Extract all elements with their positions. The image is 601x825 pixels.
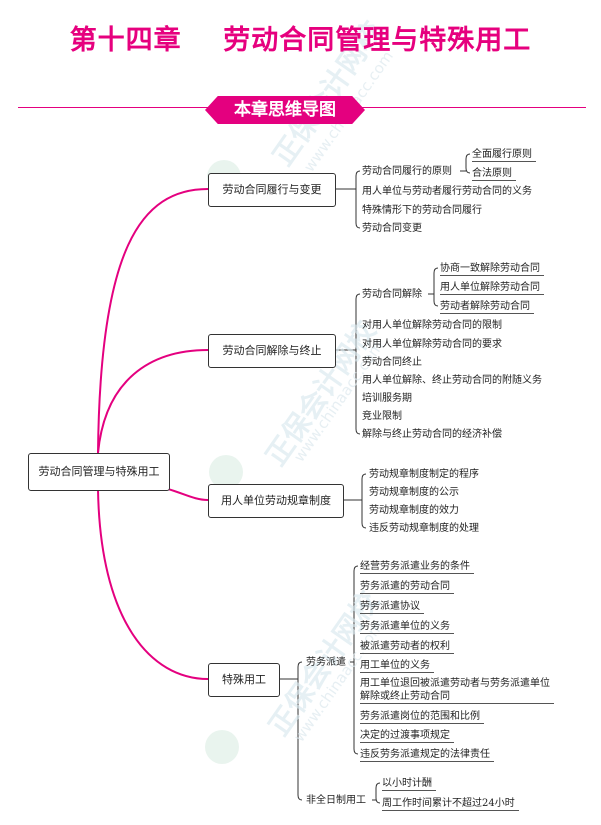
b3-bracket	[361, 473, 367, 529]
b4-item-1-child-10: 违反劳务派遣规定的法律责任	[360, 748, 494, 762]
b3-item-2: 劳动规章制度的公示	[369, 487, 459, 498]
b4-item-1-child-7: 用工单位退回被派遣劳动者与劳务派遣单位解除或终止劳动合同	[360, 677, 554, 704]
b4-item-1-child-5: 被派遣劳动者的权利	[360, 640, 454, 654]
branch-node-2: 劳动合同解除与终止	[208, 334, 336, 368]
b3-item-4: 违反劳动规章制度的处理	[369, 523, 479, 534]
b4-sub1-bracket	[353, 565, 359, 755]
b1-bracket	[355, 170, 361, 229]
b1-item-2: 用人单位与劳动者履行劳动合同的义务	[362, 186, 532, 197]
section-banner: 本章思维导图	[205, 96, 365, 124]
b1-item-1-child-2: 合法原则	[472, 167, 516, 181]
banner-rule-left	[18, 107, 208, 108]
b2-item-8: 解除与终止劳动合同的经济补偿	[362, 429, 502, 440]
branch-node-4: 特殊用工	[208, 663, 280, 697]
b1-sub-bracket	[465, 153, 471, 174]
root-connector-4	[97, 488, 209, 680]
b4-item-1-child-2: 劳务派遣的劳动合同	[360, 580, 454, 594]
b1-item-1-child-1: 全面履行原则	[472, 148, 536, 162]
b2-bracket	[355, 293, 361, 435]
chapter-title: 第十四章 劳动合同管理与特殊用工	[69, 25, 532, 56]
b2-sub-bracket	[433, 267, 439, 307]
b2-item-1-child-1: 协商一致解除劳动合同	[440, 262, 544, 276]
b1-item-1: 劳动合同履行的原则	[362, 166, 452, 177]
b2-item-2: 对用人单位解除劳动合同的限制	[362, 320, 502, 331]
b2-item-5: 用人单位解除、终止劳动合同的附随义务	[362, 375, 542, 386]
b2-item-1-child-3: 劳动者解除劳动合同	[440, 300, 534, 314]
b4-item-1-child-1: 经营劳务派遣业务的条件	[360, 560, 474, 574]
b2-item-3: 对用人单位解除劳动合同的要求	[362, 339, 502, 350]
b4-item-2-child-2: 周工作时间累计不超过24小时	[382, 797, 519, 811]
b3-item-1: 劳动规章制度制定的程序	[369, 469, 479, 480]
b3-item-3: 劳动规章制度的效力	[369, 505, 459, 516]
b1-item-3: 特殊情形下的劳动合同履行	[362, 205, 482, 216]
b4-item-2: 非全日制用工	[306, 795, 366, 806]
b2-item-1-child-2: 用人单位解除劳动合同	[440, 281, 544, 295]
b1-item-4: 劳动合同变更	[362, 223, 422, 234]
b2-item-1: 劳动合同解除	[362, 289, 422, 300]
b2-item-4: 劳动合同终止	[362, 357, 422, 368]
root-node: 劳动合同管理与特殊用工	[28, 453, 170, 491]
root-connector-3	[167, 488, 209, 501]
b4-item-1-child-6: 用工单位的义务	[360, 659, 434, 673]
b4-item-2-child-1: 以小时计酬	[382, 777, 436, 791]
root-connector-1	[97, 188, 209, 454]
b4-item-1-child-8: 劳务派遣岗位的范围和比例	[360, 710, 484, 724]
branch-node-3: 用人单位劳动规章制度	[208, 484, 344, 518]
b4-item-1-child-9: 决定的过渡事项规定	[360, 729, 454, 743]
watermark-logo-3	[205, 730, 239, 764]
b2-item-6: 培训服务期	[362, 393, 412, 404]
b4-item-1-child-4: 劳务派遣单位的义务	[360, 620, 454, 634]
b4-sub2-bracket	[375, 782, 381, 804]
banner-rule-right	[362, 107, 586, 108]
watermark-logo-2	[209, 455, 243, 489]
b2-item-7: 竞业限制	[362, 411, 402, 422]
b4-bracket	[297, 661, 303, 801]
b4-item-1-child-3: 劳务派遣协议	[360, 600, 424, 614]
b4-item-1: 劳务派遣	[306, 657, 346, 668]
branch-node-1: 劳动合同履行与变更	[208, 173, 336, 207]
root-connector-2	[97, 349, 209, 454]
